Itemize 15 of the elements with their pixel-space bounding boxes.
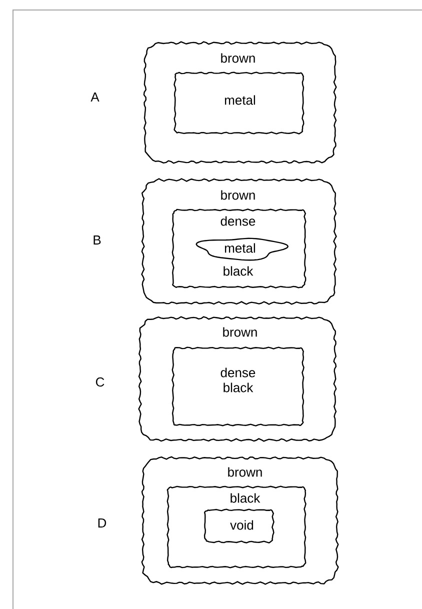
panel-letter: C	[96, 377, 104, 387]
layer-label: metal	[224, 243, 256, 253]
layer-label: black	[230, 493, 260, 503]
layer-label: brown	[221, 53, 255, 63]
layer-label: dense black	[220, 368, 256, 392]
layer-label: brown	[223, 327, 257, 337]
panel-letter: D	[98, 518, 106, 528]
layer-label: brown	[228, 467, 262, 477]
layer-label: metal	[224, 95, 256, 105]
layer-label: dense	[220, 216, 256, 226]
layer-label: brown	[221, 190, 255, 200]
layer-label: void	[230, 520, 254, 530]
layer-label: black	[224, 266, 254, 276]
panel-letter: A	[90, 92, 100, 102]
panel-letter: B	[94, 236, 101, 244]
